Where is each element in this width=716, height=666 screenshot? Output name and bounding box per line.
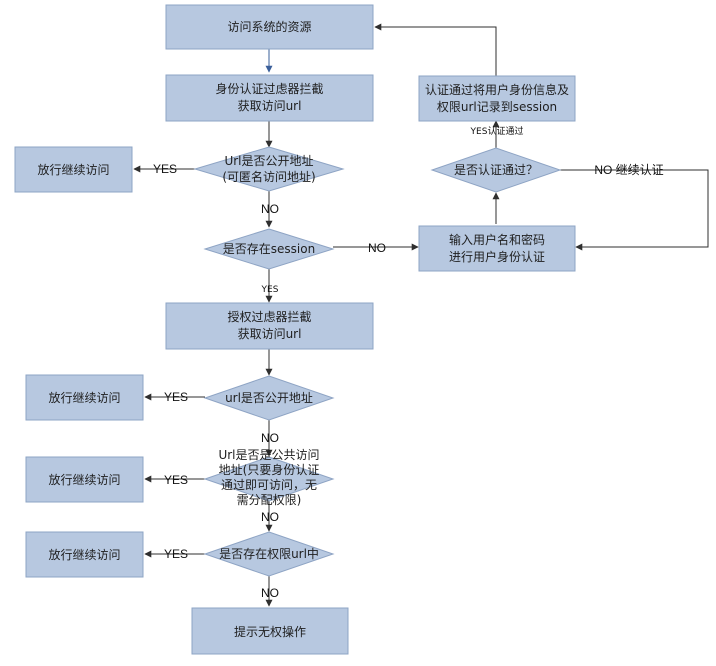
node-public-check-2: url是否公开地址 bbox=[203, 375, 335, 421]
svg-text:放行继续访问: 放行继续访问 bbox=[37, 162, 109, 177]
svg-text:获取访问url: 获取访问url bbox=[238, 327, 302, 341]
node-save-session: 认证通过将用户身份信息及 权限url记录到session bbox=[418, 75, 576, 122]
svg-text:(可匿名访问地址): (可匿名访问地址) bbox=[222, 169, 315, 184]
svg-text:访问系统的资源: 访问系统的资源 bbox=[227, 19, 311, 34]
svg-text:授权过虑器拦截: 授权过虑器拦截 bbox=[227, 309, 311, 324]
svg-text:url是否公开地址: url是否公开地址 bbox=[225, 391, 313, 405]
svg-text:进行用户身份认证: 进行用户身份认证 bbox=[449, 249, 545, 264]
label-no-3: NO bbox=[261, 510, 279, 524]
connectors bbox=[133, 23, 709, 607]
node-pass-2: 放行继续访问 bbox=[25, 374, 144, 421]
svg-text:放行继续访问: 放行继续访问 bbox=[48, 547, 120, 562]
label-yes-auth: YES认证通过 bbox=[470, 125, 524, 137]
node-session-check: 是否存在session bbox=[203, 228, 335, 270]
svg-text:需分配权限): 需分配权限) bbox=[237, 493, 302, 507]
edge-labels: YES NO YES NO YES认证通过 NO 继续认证 YES NO YES… bbox=[153, 125, 664, 600]
label-no-auth: NO 继续认证 bbox=[594, 163, 663, 177]
svg-text:放行继续访问: 放行继续访问 bbox=[48, 472, 120, 487]
label-no-1: NO bbox=[261, 202, 279, 216]
label-no-4: NO bbox=[261, 586, 279, 600]
edge-save-to-access bbox=[374, 23, 497, 76]
label-yes-3: YES bbox=[164, 473, 188, 487]
node-access-resource: 访问系统的资源 bbox=[165, 4, 374, 50]
svg-text:获取访问url: 获取访问url bbox=[238, 99, 302, 113]
svg-text:认证通过将用户身份信息及: 认证通过将用户身份信息及 bbox=[425, 82, 569, 97]
svg-text:权限url记录到session: 权限url记录到session bbox=[437, 100, 557, 114]
node-login: 输入用户名和密码 进行用户身份认证 bbox=[418, 225, 576, 272]
svg-text:是否认证通过？: 是否认证通过？ bbox=[454, 163, 538, 177]
label-yes-1: YES bbox=[153, 162, 177, 176]
svg-text:放行继续访问: 放行继续访问 bbox=[48, 390, 120, 405]
node-pass-4: 放行继续访问 bbox=[25, 531, 144, 578]
node-common-check: Url是否是公共访问 地址(只要身份认证 通过即可访问，无 需分配权限) bbox=[203, 448, 335, 507]
svg-text:是否存在session: 是否存在session bbox=[223, 242, 315, 256]
label-yes-4: YES bbox=[164, 547, 188, 561]
label-yes-session: YES bbox=[261, 285, 279, 295]
svg-text:是否存在权限url中: 是否存在权限url中 bbox=[219, 546, 319, 561]
node-no-permission: 提示无权操作 bbox=[191, 607, 349, 655]
svg-text:提示无权操作: 提示无权操作 bbox=[234, 624, 306, 639]
node-auth-filter: 身份认证过虑器拦截 获取访问url bbox=[165, 74, 374, 122]
node-perm-filter: 授权过虑器拦截 获取访问url bbox=[165, 302, 374, 350]
edge-authcheck-to-login bbox=[560, 169, 709, 251]
svg-text:地址(只要身份认证: 地址(只要身份认证 bbox=[219, 462, 320, 477]
label-no-2: NO bbox=[261, 431, 279, 445]
svg-text:Url是否是公共访问: Url是否是公共访问 bbox=[218, 448, 319, 462]
label-no-session: NO bbox=[368, 241, 386, 255]
node-perm-url-check: 是否存在权限url中 bbox=[203, 531, 335, 577]
node-pass-3: 放行继续访问 bbox=[25, 456, 144, 503]
svg-text:身份认证过虑器拦截: 身份认证过虑器拦截 bbox=[215, 81, 323, 96]
label-yes-2: YES bbox=[164, 390, 188, 404]
node-public-check: Url是否公开地址 (可匿名访问地址) bbox=[193, 146, 345, 192]
svg-text:Url是否公开地址: Url是否公开地址 bbox=[224, 154, 313, 168]
svg-text:通过即可访问，无: 通过即可访问，无 bbox=[221, 478, 317, 492]
node-pass-1: 放行继续访问 bbox=[14, 146, 133, 193]
svg-text:输入用户名和密码: 输入用户名和密码 bbox=[449, 232, 545, 247]
node-auth-ok-check: 是否认证通过？ bbox=[430, 147, 562, 193]
